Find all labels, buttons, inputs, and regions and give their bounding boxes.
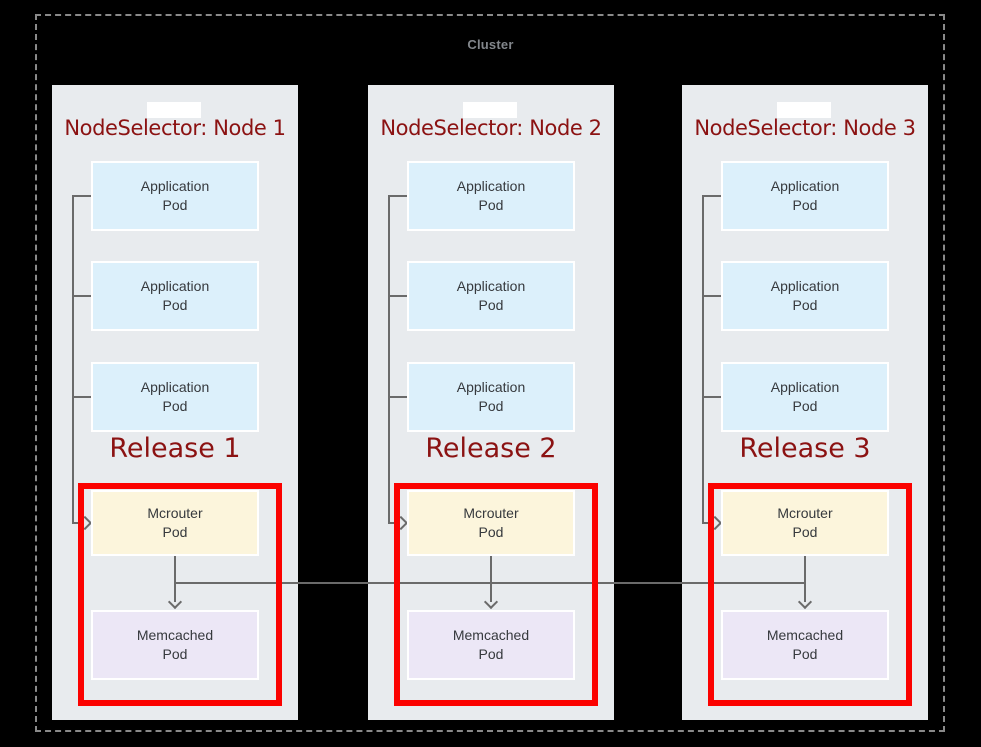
pod-label: Pod xyxy=(792,297,818,313)
application-pod-box: Application Pod xyxy=(91,161,259,231)
pod-label: Pod xyxy=(162,297,188,313)
connector-stub xyxy=(388,396,407,398)
node-header-patch xyxy=(147,102,201,118)
pod-label: Pod xyxy=(162,524,188,540)
pod-label: Pod xyxy=(162,398,188,414)
pod-label: Pod xyxy=(162,197,188,213)
memcached-pod-box: Memcached Pod xyxy=(721,610,889,680)
release-label: Release 1 xyxy=(109,433,241,464)
pod-label: Mcrouter xyxy=(777,504,833,521)
application-pod-box: Application Pod xyxy=(407,161,575,231)
connector-stub xyxy=(388,295,407,297)
pod-label: Pod xyxy=(792,524,818,540)
pod-label: Pod xyxy=(478,297,504,313)
release-highlight-box xyxy=(394,483,598,706)
pod-label: Pod xyxy=(162,646,188,662)
pod-label: Application xyxy=(456,277,526,294)
application-pod-box: Application Pod xyxy=(721,362,889,432)
node-selector-title: NodeSelector: Node 3 xyxy=(694,116,916,140)
connector-stub xyxy=(72,195,91,197)
application-pod-box: Application Pod xyxy=(407,362,575,432)
application-pod-box: Application Pod xyxy=(721,161,889,231)
memcached-pod-box: Memcached Pod xyxy=(91,610,259,680)
connector-stub xyxy=(72,396,91,398)
pod-label: Pod xyxy=(792,646,818,662)
connector-stub xyxy=(388,195,407,197)
connector-stub xyxy=(702,195,721,197)
release-label: Release 2 xyxy=(425,433,557,464)
connector-trunk-line xyxy=(702,195,704,524)
pod-label: Mcrouter xyxy=(463,504,519,521)
node-selector-title: NodeSelector: Node 2 xyxy=(380,116,602,140)
memcached-pod-box: Memcached Pod xyxy=(407,610,575,680)
mcrouter-pod-box: Mcrouter Pod xyxy=(407,490,575,556)
pod-label: Application xyxy=(456,378,526,395)
pod-label: Application xyxy=(140,177,210,194)
release-highlight-box xyxy=(78,483,282,706)
connector-trunk-line xyxy=(72,195,74,524)
mcrouter-pod-box: Mcrouter Pod xyxy=(721,490,889,556)
pod-label: Application xyxy=(770,378,840,395)
pod-label: Pod xyxy=(478,197,504,213)
release-label: Release 3 xyxy=(739,433,871,464)
pod-label: Pod xyxy=(478,524,504,540)
connector-trunk-line xyxy=(388,195,390,524)
mcrouter-memcached-line xyxy=(490,556,492,602)
application-pod-box: Application Pod xyxy=(91,362,259,432)
connector-stub xyxy=(702,295,721,297)
node-column-2: NodeSelector: Node 2 Application Pod App… xyxy=(368,85,614,720)
node-column-1: NodeSelector: Node 1 Application Pod App… xyxy=(52,85,298,720)
application-pod-box: Application Pod xyxy=(721,261,889,331)
pod-label: Application xyxy=(456,177,526,194)
pod-label: Application xyxy=(140,277,210,294)
pod-label: Mcrouter xyxy=(147,504,203,521)
node-header-patch xyxy=(777,102,831,118)
connector-stub xyxy=(702,396,721,398)
application-pod-box: Application Pod xyxy=(91,261,259,331)
connector-stub xyxy=(72,295,91,297)
pod-label: Pod xyxy=(792,398,818,414)
mcrouter-memcached-line xyxy=(804,556,806,602)
cross-node-link-line xyxy=(175,582,805,584)
pod-label: Memcached xyxy=(452,626,530,643)
cluster-label: Cluster xyxy=(467,37,514,52)
pod-label: Memcached xyxy=(766,626,844,643)
mcrouter-memcached-line xyxy=(174,556,176,602)
pod-label: Pod xyxy=(478,398,504,414)
cluster-boundary xyxy=(35,14,945,732)
application-pod-box: Application Pod xyxy=(407,261,575,331)
pod-label: Pod xyxy=(792,197,818,213)
pod-label: Memcached xyxy=(136,626,214,643)
pod-label: Application xyxy=(140,378,210,395)
pod-label: Application xyxy=(770,277,840,294)
mcrouter-pod-box: Mcrouter Pod xyxy=(91,490,259,556)
node-header-patch xyxy=(463,102,517,118)
pod-label: Pod xyxy=(478,646,504,662)
release-highlight-box xyxy=(708,483,912,706)
node-column-3: NodeSelector: Node 3 Application Pod App… xyxy=(682,85,928,720)
node-selector-title: NodeSelector: Node 1 xyxy=(64,116,286,140)
pod-label: Application xyxy=(770,177,840,194)
